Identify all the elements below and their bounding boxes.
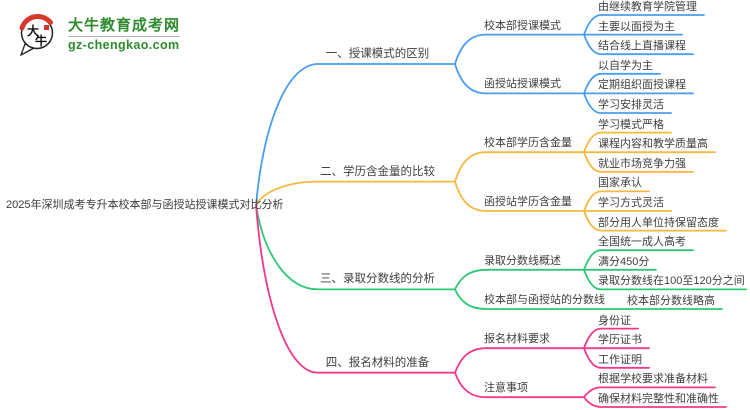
leaf-connector [583,190,650,212]
logo-char-bottom: 牛 [35,33,47,48]
leaf-topic-label: 学习模式严格 [598,118,664,131]
leaf-topic-label: 工作证明 [598,353,642,366]
branch-connector [255,180,456,206]
leaf-connector [583,327,639,350]
leaf-topic-label: 结合线上直播课程 [598,40,686,53]
branch-topic-label: 一、授课模式的区别 [325,48,430,60]
subtopic-connector [454,63,585,95]
branch-topic-label: 三、录取分数线的分析 [320,273,435,286]
subtopic-label: 录取分数线概述 [484,254,561,267]
leaf-topic-label: 学习方式灵活 [598,197,664,209]
leaf-connector [583,347,650,369]
subtopic-label: 校本部学历含金量 [484,137,572,150]
subtopic-label: 报名材料要求 [484,333,550,346]
subtopic-label: 校本部授课模式 [484,19,561,32]
leaf-topic-label: 国家承认 [598,177,642,190]
logo-char-top: 大 [27,23,39,38]
subtopic-connector [454,371,585,399]
subtopic-label: 函授站学历含金量 [484,196,572,208]
root-topic-label: 2025年深圳成考专升本校本部与函授站授课模式对比分析 [6,199,284,211]
leaf-topic-label: 校本部分数线略高 [627,295,715,307]
leaf-topic-label: 根据学校要求准备材料 [598,373,708,386]
subtopic-label: 校本部与函授站的分数线 [484,294,605,306]
logo-text-block: 大牛教育成考网 gz-chengkao.com [68,17,181,53]
leaf-connector [583,210,727,232]
leaf-topic-label: 定期组织面授课程 [598,79,686,92]
site-domain: gz-chengkao.com [68,36,181,52]
leaf-topic-label: 录取分数线在100至120分之间 [598,275,745,288]
leaf-topic-label: 满分450分 [598,255,650,268]
red-cap [19,14,53,31]
leaf-topic-label: 全国统一成人高考 [598,236,686,249]
leaf-connector [583,131,672,154]
leaf-topic-label: 课程内容和教学质量高 [598,138,708,151]
leaf-connector [583,386,716,399]
leaf-connector [583,33,694,56]
leaf-topic-label: 由继续教育学院管理 [598,1,697,13]
leaf-topic-label: 学历证书 [598,334,642,347]
subtopic-connector [454,288,614,310]
branch-topic-label: 二、学历含金量的比较 [320,165,435,178]
leaf-topic-label: 部分用人单位持保留态度 [598,216,719,229]
red-seal [44,25,49,30]
leaf-connector [583,14,705,36]
leaf-topic-label: 确保材料完整性和准确性 [598,393,719,405]
branch-connector [255,204,456,291]
branch-connector [255,204,456,374]
leaf-connector [583,268,747,291]
subtopic-label: 注意事项 [484,382,528,395]
logo-bubble-icon: 大 牛 [19,14,54,57]
leaf-connector [583,72,661,95]
subtopic-connector [454,180,585,212]
subtopic-connector [454,33,585,65]
leaf-topic-label: 以自学为主 [598,59,653,72]
subtopic-connector [454,347,585,374]
leaf-connector [583,92,672,114]
leaf-topic-label: 学习安排灵活 [598,99,664,111]
leaf-topic-label: 就业市场竞争力强 [598,157,686,170]
leaf-connector [583,249,694,271]
subtopic-connector [454,268,585,291]
branch-connector [255,63,456,206]
site-logo[interactable]: 大 牛 大牛教育成考网 gz-chengkao.com [16,12,181,58]
leaf-connector [583,151,694,173]
subtopic-connector [454,151,585,183]
leaf-connector [583,396,727,408]
leaf-topic-label: 身份证 [598,314,631,327]
branch-topic-label: 四、报名材料的准备 [325,356,430,369]
leaf-topic-label: 主要以面授为主 [598,20,675,33]
site-name: 大牛教育成考网 [68,17,181,34]
subtopic-label: 函授站授课模式 [484,78,561,91]
